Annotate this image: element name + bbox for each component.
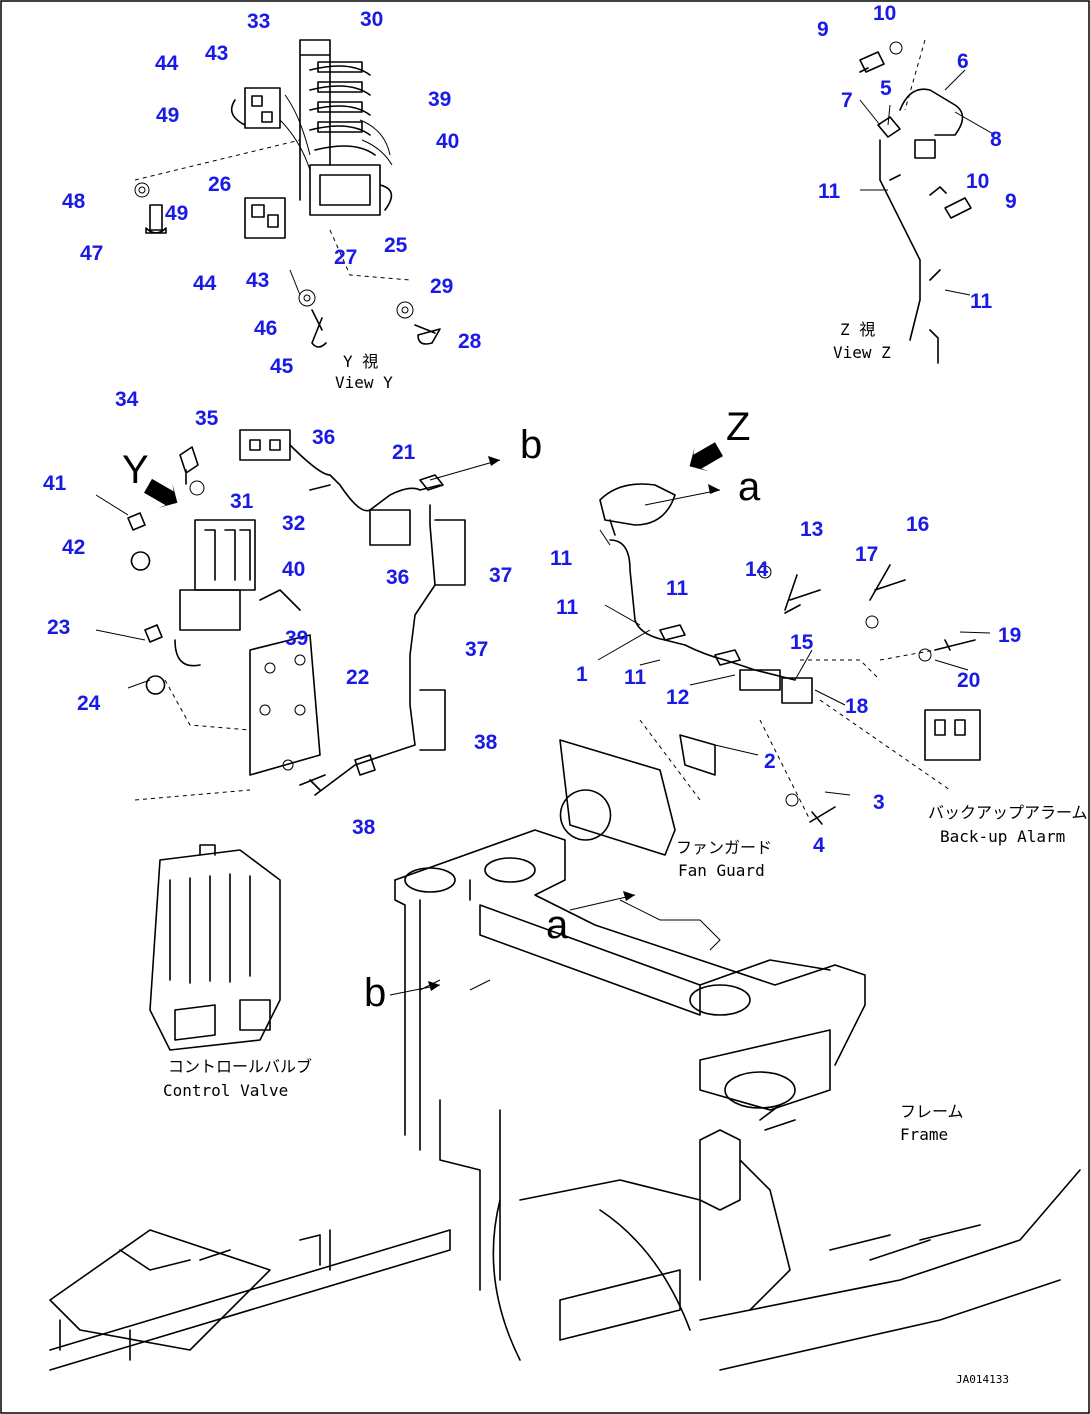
callout-36-lower: 36 [386,566,409,589]
callout-26: 26 [208,173,231,196]
callout-3: 3 [873,791,885,814]
callout-2: 2 [764,750,776,773]
arrow-letter-a: a [738,465,761,509]
backup-alarm-label-jp: バックアップアラーム [928,803,1088,822]
view-z-caption-en: View Z [833,343,891,362]
frame-letter-a: a [546,903,569,947]
callout-13: 13 [800,518,823,541]
callout-5: 5 [880,77,892,100]
callout-17: 17 [855,543,878,566]
callout-42: 42 [62,536,85,559]
callout-20: 20 [957,669,980,692]
callout-11-c: 11 [666,577,689,600]
callout-numbers: 33 30 43 44 49 39 40 26 48 49 47 25 27 4… [43,2,1021,857]
callout-14: 14 [745,558,769,581]
arrow-letter-b: b [520,423,542,467]
callout-18: 18 [845,695,869,718]
callout-28: 28 [458,330,482,353]
harness-assembly-left [95,429,466,801]
callout-45: 45 [270,355,294,378]
callout-16: 16 [906,513,929,536]
callout-24: 24 [77,692,101,715]
callout-29: 29 [430,275,453,298]
harness-assembly-right [559,483,991,856]
callout-25: 25 [384,234,408,257]
callout-11-z2: 11 [970,290,993,313]
view-y-caption-jp: Y 視 [343,352,378,371]
callout-11-z1: 11 [818,180,841,203]
callout-12: 12 [666,686,689,709]
callout-37: 37 [489,564,512,587]
control-valve-label-en: Control Valve [163,1081,288,1100]
fan-guard-label-jp: ファンガード [676,838,772,857]
callout-31: 31 [230,490,254,513]
callout-38-lower: 38 [352,816,376,839]
callout-7: 7 [841,89,853,112]
callout-4: 4 [813,834,825,857]
callout-30: 30 [360,8,383,31]
callout-43-lower: 43 [246,269,269,292]
captions: Y 視 View Y Z 視 View Z ファンガード Fan Guard バ… [163,320,1088,1386]
view-z-caption-jp: Z 視 [840,320,875,339]
frame-letter-b: b [364,971,386,1015]
callout-36: 36 [312,426,335,449]
frame-label-jp: フレーム [900,1102,964,1121]
view-letters: Y Z a b a b [122,405,761,1015]
callout-32: 32 [282,512,305,535]
control-valve-label-jp: コントロールバルブ [168,1057,312,1076]
view-y-detail [134,39,441,348]
callout-11-b: 11 [556,596,579,619]
backup-alarm-label-en: Back-up Alarm [940,827,1065,846]
callout-49-bolt: 49 [165,202,188,225]
callout-44: 44 [155,52,179,75]
callout-15: 15 [790,631,814,654]
callout-41: 41 [43,472,67,495]
frame-label-en: Frame [900,1125,948,1144]
callout-48: 48 [62,190,86,213]
view-z-detail [859,39,996,364]
callout-34: 34 [115,388,139,411]
view-y-caption-en: View Y [335,373,393,392]
callout-10-lower: 10 [966,170,989,193]
callout-40: 40 [436,130,459,153]
control-valve [149,844,281,1051]
callout-1: 1 [576,663,588,686]
callout-49: 49 [156,104,179,127]
callout-6: 6 [957,50,969,73]
fan-guard-label-en: Fan Guard [678,861,765,880]
callout-47: 47 [80,242,103,265]
callout-9: 9 [817,18,829,41]
callout-27: 27 [334,246,357,269]
callout-8: 8 [990,128,1002,151]
callout-9-lower: 9 [1005,190,1017,213]
view-letter-y: Y [122,448,149,492]
drawing-id: JA014133 [956,1373,1009,1386]
callout-44-lower: 44 [193,272,217,295]
callout-40-mid: 40 [282,558,305,581]
callout-33: 33 [247,10,270,33]
machine-frame [49,829,1081,1371]
callout-19: 19 [998,624,1021,647]
callout-23: 23 [47,616,70,639]
callout-21: 21 [392,441,416,464]
callout-43: 43 [205,42,228,65]
callout-38: 38 [474,731,498,754]
callout-10: 10 [873,2,896,25]
view-letter-z: Z [726,405,750,449]
callout-37-lower: 37 [465,638,488,661]
callout-11-a: 11 [550,547,573,570]
callout-46: 46 [254,317,277,340]
callout-39: 39 [428,88,451,111]
callout-35: 35 [195,407,219,430]
callout-11-d: 11 [624,666,647,689]
view-arrows [144,442,723,996]
callout-39-mid: 39 [285,627,308,650]
callout-22: 22 [346,666,369,689]
